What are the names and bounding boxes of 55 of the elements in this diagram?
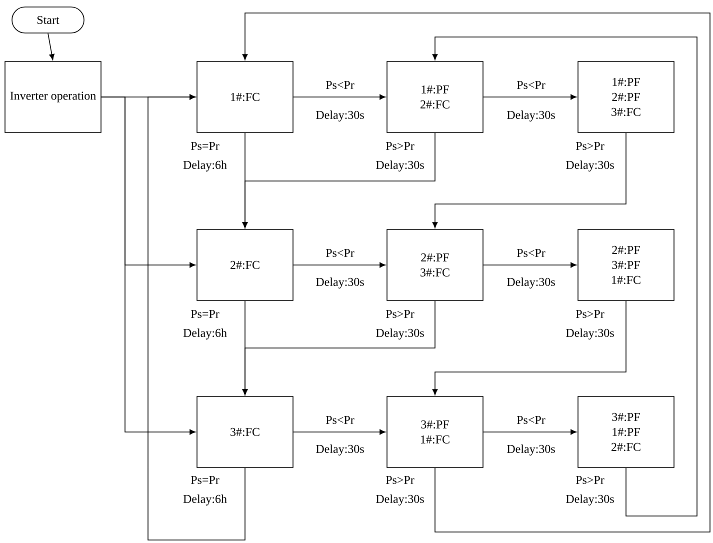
- delay-label: Delay:30s: [506, 110, 556, 122]
- arrow: [293, 94, 386, 100]
- arrow: [483, 429, 577, 435]
- delay-label: Delay:30s: [374, 494, 426, 506]
- edge-label: Ps=Pr: [190, 475, 220, 485]
- arrow: [483, 94, 577, 100]
- delay-label: Delay:6h: [182, 160, 228, 172]
- edge-label: Ps>Pr: [384, 141, 416, 151]
- delay-label: Delay:6h: [182, 328, 228, 340]
- delay-label: Delay:30s: [314, 444, 366, 456]
- arrow: [242, 132, 436, 228]
- process-box: 2#:PF 3#:FC: [386, 229, 484, 301]
- arrow: [432, 132, 626, 228]
- edge-label: Ps>Pr: [384, 475, 416, 485]
- process-box: 3#:PF 1#:PF 2#:FC: [578, 396, 674, 468]
- edge-label: Ps<Pr: [516, 248, 546, 258]
- edge-label: Ps<Pr: [324, 248, 356, 258]
- edge-label: Ps>Pr: [384, 309, 416, 319]
- arrow: [101, 96, 196, 435]
- arrow: [293, 429, 386, 435]
- arrow: [483, 262, 577, 268]
- arrow: [242, 12, 710, 532]
- edge-label: Ps<Pr: [516, 80, 546, 90]
- edge-label: Ps=Pr: [190, 309, 220, 319]
- delay-label: Delay:30s: [314, 276, 366, 290]
- process-box: 2#:PF 3#:PF 1#:FC: [578, 229, 674, 301]
- arrow: [432, 36, 698, 516]
- edge-label: Ps>Pr: [574, 475, 606, 485]
- edge-label: Ps>Pr: [574, 141, 606, 151]
- arrow: [432, 300, 626, 396]
- arrow: [148, 94, 246, 540]
- delay-label: Delay:30s: [564, 160, 616, 172]
- process-box: Inverter operation: [4, 61, 102, 133]
- delay-label: Delay:6h: [182, 494, 228, 506]
- edge-label: Ps<Pr: [324, 415, 356, 425]
- delay-label: Delay:30s: [506, 444, 556, 456]
- arrow: [242, 300, 436, 396]
- edge-label: Ps=Pr: [190, 141, 220, 151]
- edge-label: Ps<Pr: [324, 80, 356, 90]
- delay-label: Delay:30s: [314, 110, 366, 122]
- delay-label: Delay:30s: [374, 160, 426, 172]
- arrow: [293, 262, 386, 268]
- process-box: 1#:PF 2#:FC: [386, 61, 484, 133]
- delay-label: Delay:30s: [564, 494, 616, 506]
- edge-label: Ps>Pr: [574, 309, 606, 319]
- process-box: 1#:FC: [196, 61, 294, 133]
- delay-label: Delay:30s: [506, 276, 556, 290]
- delay-label: Delay:30s: [374, 328, 426, 340]
- delay-label: Delay:30s: [564, 328, 616, 340]
- process-box: 2#:FC: [196, 229, 294, 301]
- process-box: 3#:FC: [196, 396, 294, 468]
- process-box: 1#:PF 2#:PF 3#:FC: [578, 61, 674, 133]
- arrow: [48, 33, 54, 60]
- edge-label: Ps<Pr: [516, 415, 546, 425]
- process-box: 3#:PF 1#:FC: [386, 396, 484, 468]
